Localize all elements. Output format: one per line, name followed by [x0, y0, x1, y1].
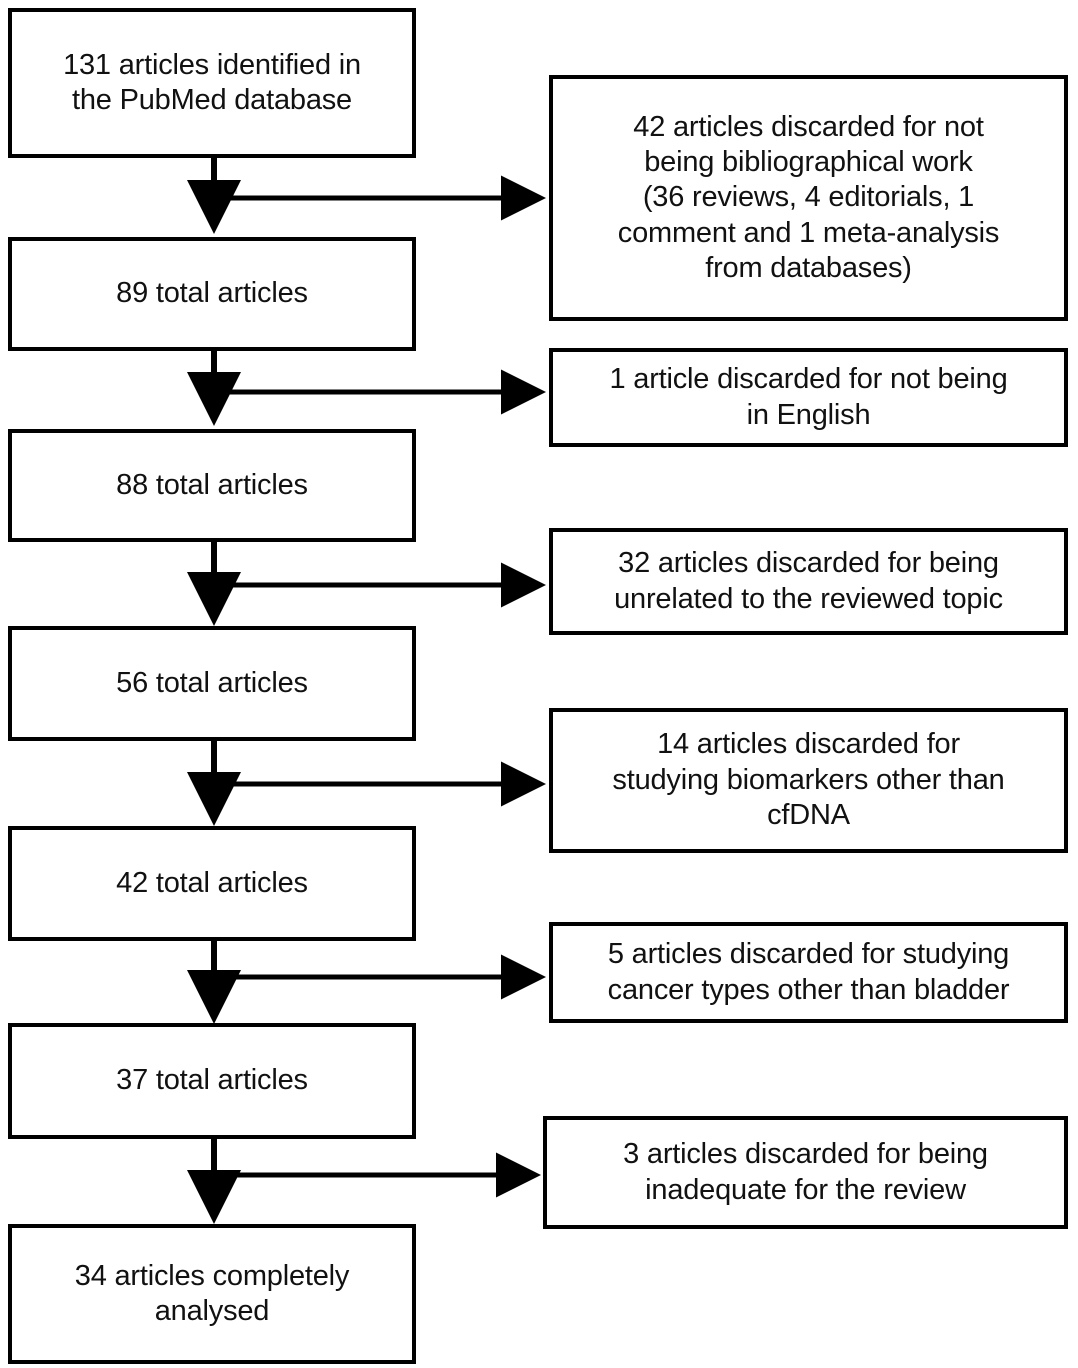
node-analysed-34: 34 articles completely analysed: [8, 1224, 416, 1364]
node-total-89: 89 total articles: [8, 237, 416, 351]
node-excluded-1-label: 1 article discarded for not being in Eng…: [609, 363, 1008, 431]
node-excluded-32-label: 32 articles discarded for being unrelate…: [614, 547, 1003, 615]
connector-5: [187, 940, 546, 1024]
node-total-56: 56 total articles: [8, 626, 416, 741]
node-excluded-5: 5 articles discarded for studying cancer…: [549, 922, 1068, 1023]
node-excluded-3-label: 3 articles discarded for being inadequat…: [623, 1138, 988, 1206]
connector-2: [187, 350, 546, 426]
node-excluded-14-label: 14 articles discarded for studying bioma…: [612, 728, 1005, 832]
node-excluded-1: 1 article discarded for not being in Eng…: [549, 348, 1068, 447]
node-excluded-42-label: 42 articles discarded for not being bibl…: [617, 110, 1000, 285]
node-analysed-34-label: 34 articles completely analysed: [74, 1259, 350, 1327]
node-total-37: 37 total articles: [8, 1023, 416, 1139]
node-excluded-3: 3 articles discarded for being inadequat…: [543, 1116, 1068, 1229]
connector-1: [187, 157, 546, 234]
connector-6: [187, 1138, 541, 1224]
node-excluded-14: 14 articles discarded for studying bioma…: [549, 708, 1068, 853]
node-total-42-label: 42 total articles: [116, 866, 308, 899]
node-total-56-label: 56 total articles: [116, 666, 308, 699]
node-total-37-label: 37 total articles: [116, 1064, 308, 1097]
node-excluded-5-label: 5 articles discarded for studying cancer…: [607, 938, 1010, 1006]
node-excluded-32: 32 articles discarded for being unrelate…: [549, 528, 1068, 635]
node-articles-identified-label: 131 articles identified in the PubMed da…: [63, 48, 361, 116]
node-total-88: 88 total articles: [8, 429, 416, 542]
node-total-88-label: 88 total articles: [116, 468, 308, 501]
node-articles-identified: 131 articles identified in the PubMed da…: [8, 8, 416, 158]
node-total-42: 42 total articles: [8, 826, 416, 941]
node-excluded-42: 42 articles discarded for not being bibl…: [549, 75, 1068, 321]
connector-3: [187, 541, 546, 626]
node-total-89-label: 89 total articles: [116, 277, 308, 310]
connector-4: [187, 740, 546, 826]
